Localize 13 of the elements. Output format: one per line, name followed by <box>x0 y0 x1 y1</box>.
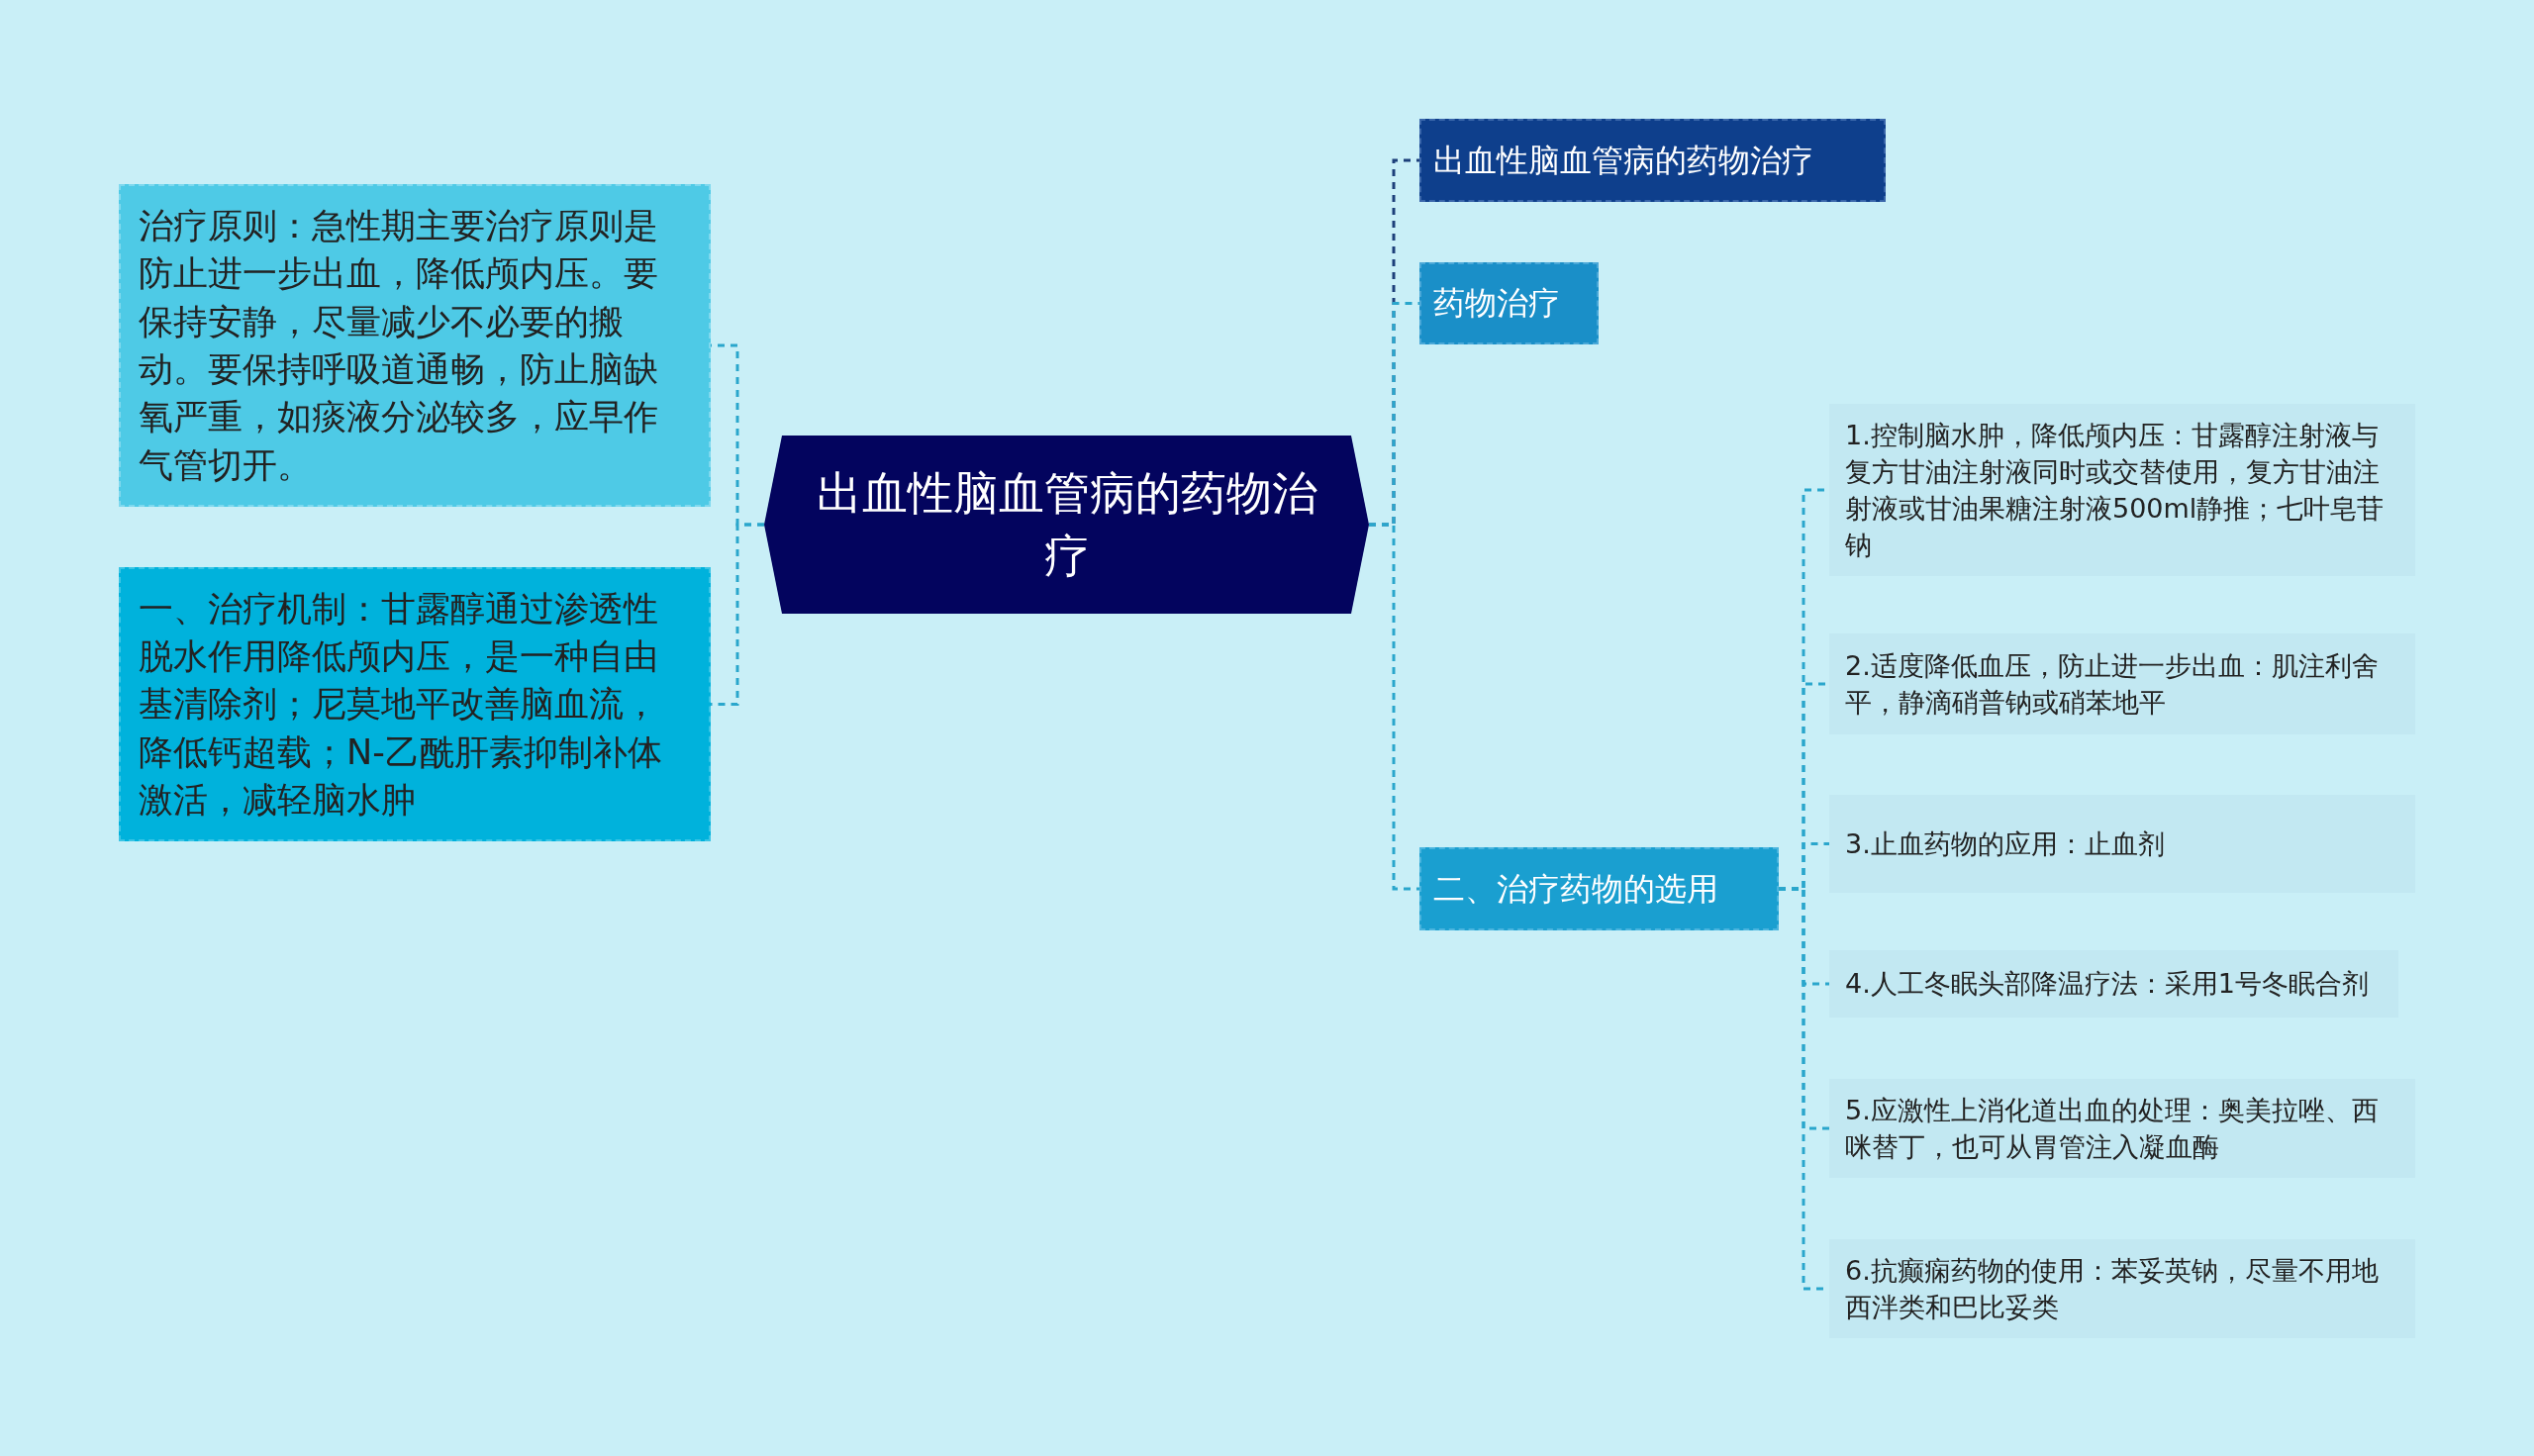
subtopic-box: 6.抗癫痫药物的使用：苯妥英钠，尽量不用地西泮类和巴比妥类 <box>1829 1239 2415 1338</box>
subtopic-box: 1.控制脑水肿，降低颅内压：甘露醇注射液与复方甘油注射液同时或交替使用，复方甘油注射液或甘油果糖注射液500ml静推；七叶皂苷钠 <box>1829 404 2415 576</box>
topic-box: 出血性脑血管病的药物治疗 <box>1419 119 1886 202</box>
topic-box: 治疗原则：急性期主要治疗原则是防止进一步出血，降低颅内压。要保持安静，尽量减少不必要的搬动。要保持呼吸道通畅，防止脑缺氧严重，如痰液分泌较多，应早作气管切开。 <box>119 184 711 507</box>
topic-box: 一、治疗机制：甘露醇通过渗透性脱水作用降低颅内压，是一种自由基清除剂；尼莫地平改善脑血流，降低钙超载；N-乙酰肝素抑制补体激活，减轻脑水肿 <box>119 567 711 841</box>
subtopic-box: 4.人工冬眠头部降温疗法：采用1号冬眠合剂 <box>1829 950 2398 1018</box>
subtopic-box: 5.应激性上消化道出血的处理：奥美拉唑、西咪替丁，也可从胃管注入凝血酶 <box>1829 1079 2415 1178</box>
topic-box: 药物治疗 <box>1419 262 1599 344</box>
subtopic-box: 2.适度降低血压，防止进一步出血：肌注利舍平，静滴硝普钠或硝苯地平 <box>1829 633 2415 734</box>
subtopic-box: 3.止血药物的应用：止血剂 <box>1829 795 2415 893</box>
central-topic: 出血性脑血管病的药物治疗 <box>764 436 1369 614</box>
connector-line <box>1369 523 1419 891</box>
topic-box: 二、治疗药物的选用 <box>1419 847 1779 930</box>
